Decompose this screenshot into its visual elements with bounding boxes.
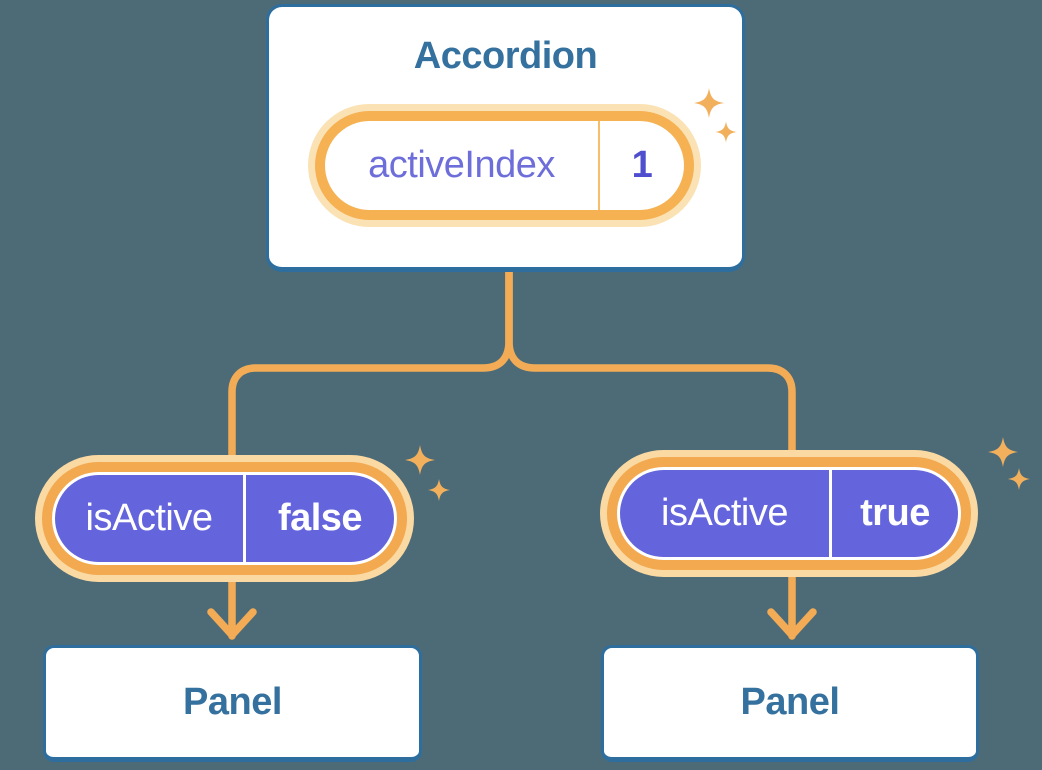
panel-component-card-left: Panel bbox=[43, 645, 422, 762]
sparkle-icon bbox=[428, 479, 450, 501]
state-pill-value: 1 bbox=[631, 144, 653, 186]
isactive-prop-pill-right: isActive true bbox=[607, 457, 971, 570]
down-arrow-icon bbox=[767, 608, 817, 639]
sparkle-icon bbox=[988, 437, 1018, 467]
isactive-prop-pill-left: isActive false bbox=[42, 462, 407, 575]
down-arrow-icon bbox=[207, 608, 257, 639]
pill-divider bbox=[829, 470, 832, 557]
prop-pill-label: isActive bbox=[661, 492, 788, 534]
connector-branch-right bbox=[505, 267, 796, 640]
panel-title: Panel bbox=[740, 681, 840, 723]
accordion-component-card: Accordion activeIndex 1 bbox=[266, 4, 745, 272]
prop-pill-body: isActive false bbox=[55, 475, 394, 562]
prop-pill-body: isActive true bbox=[620, 470, 958, 557]
panel-component-card-right: Panel bbox=[601, 645, 979, 762]
connector-branch-left bbox=[228, 267, 513, 640]
prop-pill-value: false bbox=[277, 497, 363, 539]
sparkle-icon bbox=[405, 445, 435, 475]
state-pill-label: activeIndex bbox=[368, 144, 555, 186]
panel-title: Panel bbox=[183, 681, 282, 723]
sparkle-icon bbox=[1008, 468, 1030, 490]
accordion-title: Accordion bbox=[413, 35, 598, 77]
prop-pill-label: isActive bbox=[85, 497, 213, 539]
activeindex-state-pill: activeIndex 1 bbox=[315, 111, 694, 220]
prop-pill-value: true bbox=[860, 492, 930, 534]
pill-divider bbox=[598, 121, 600, 210]
